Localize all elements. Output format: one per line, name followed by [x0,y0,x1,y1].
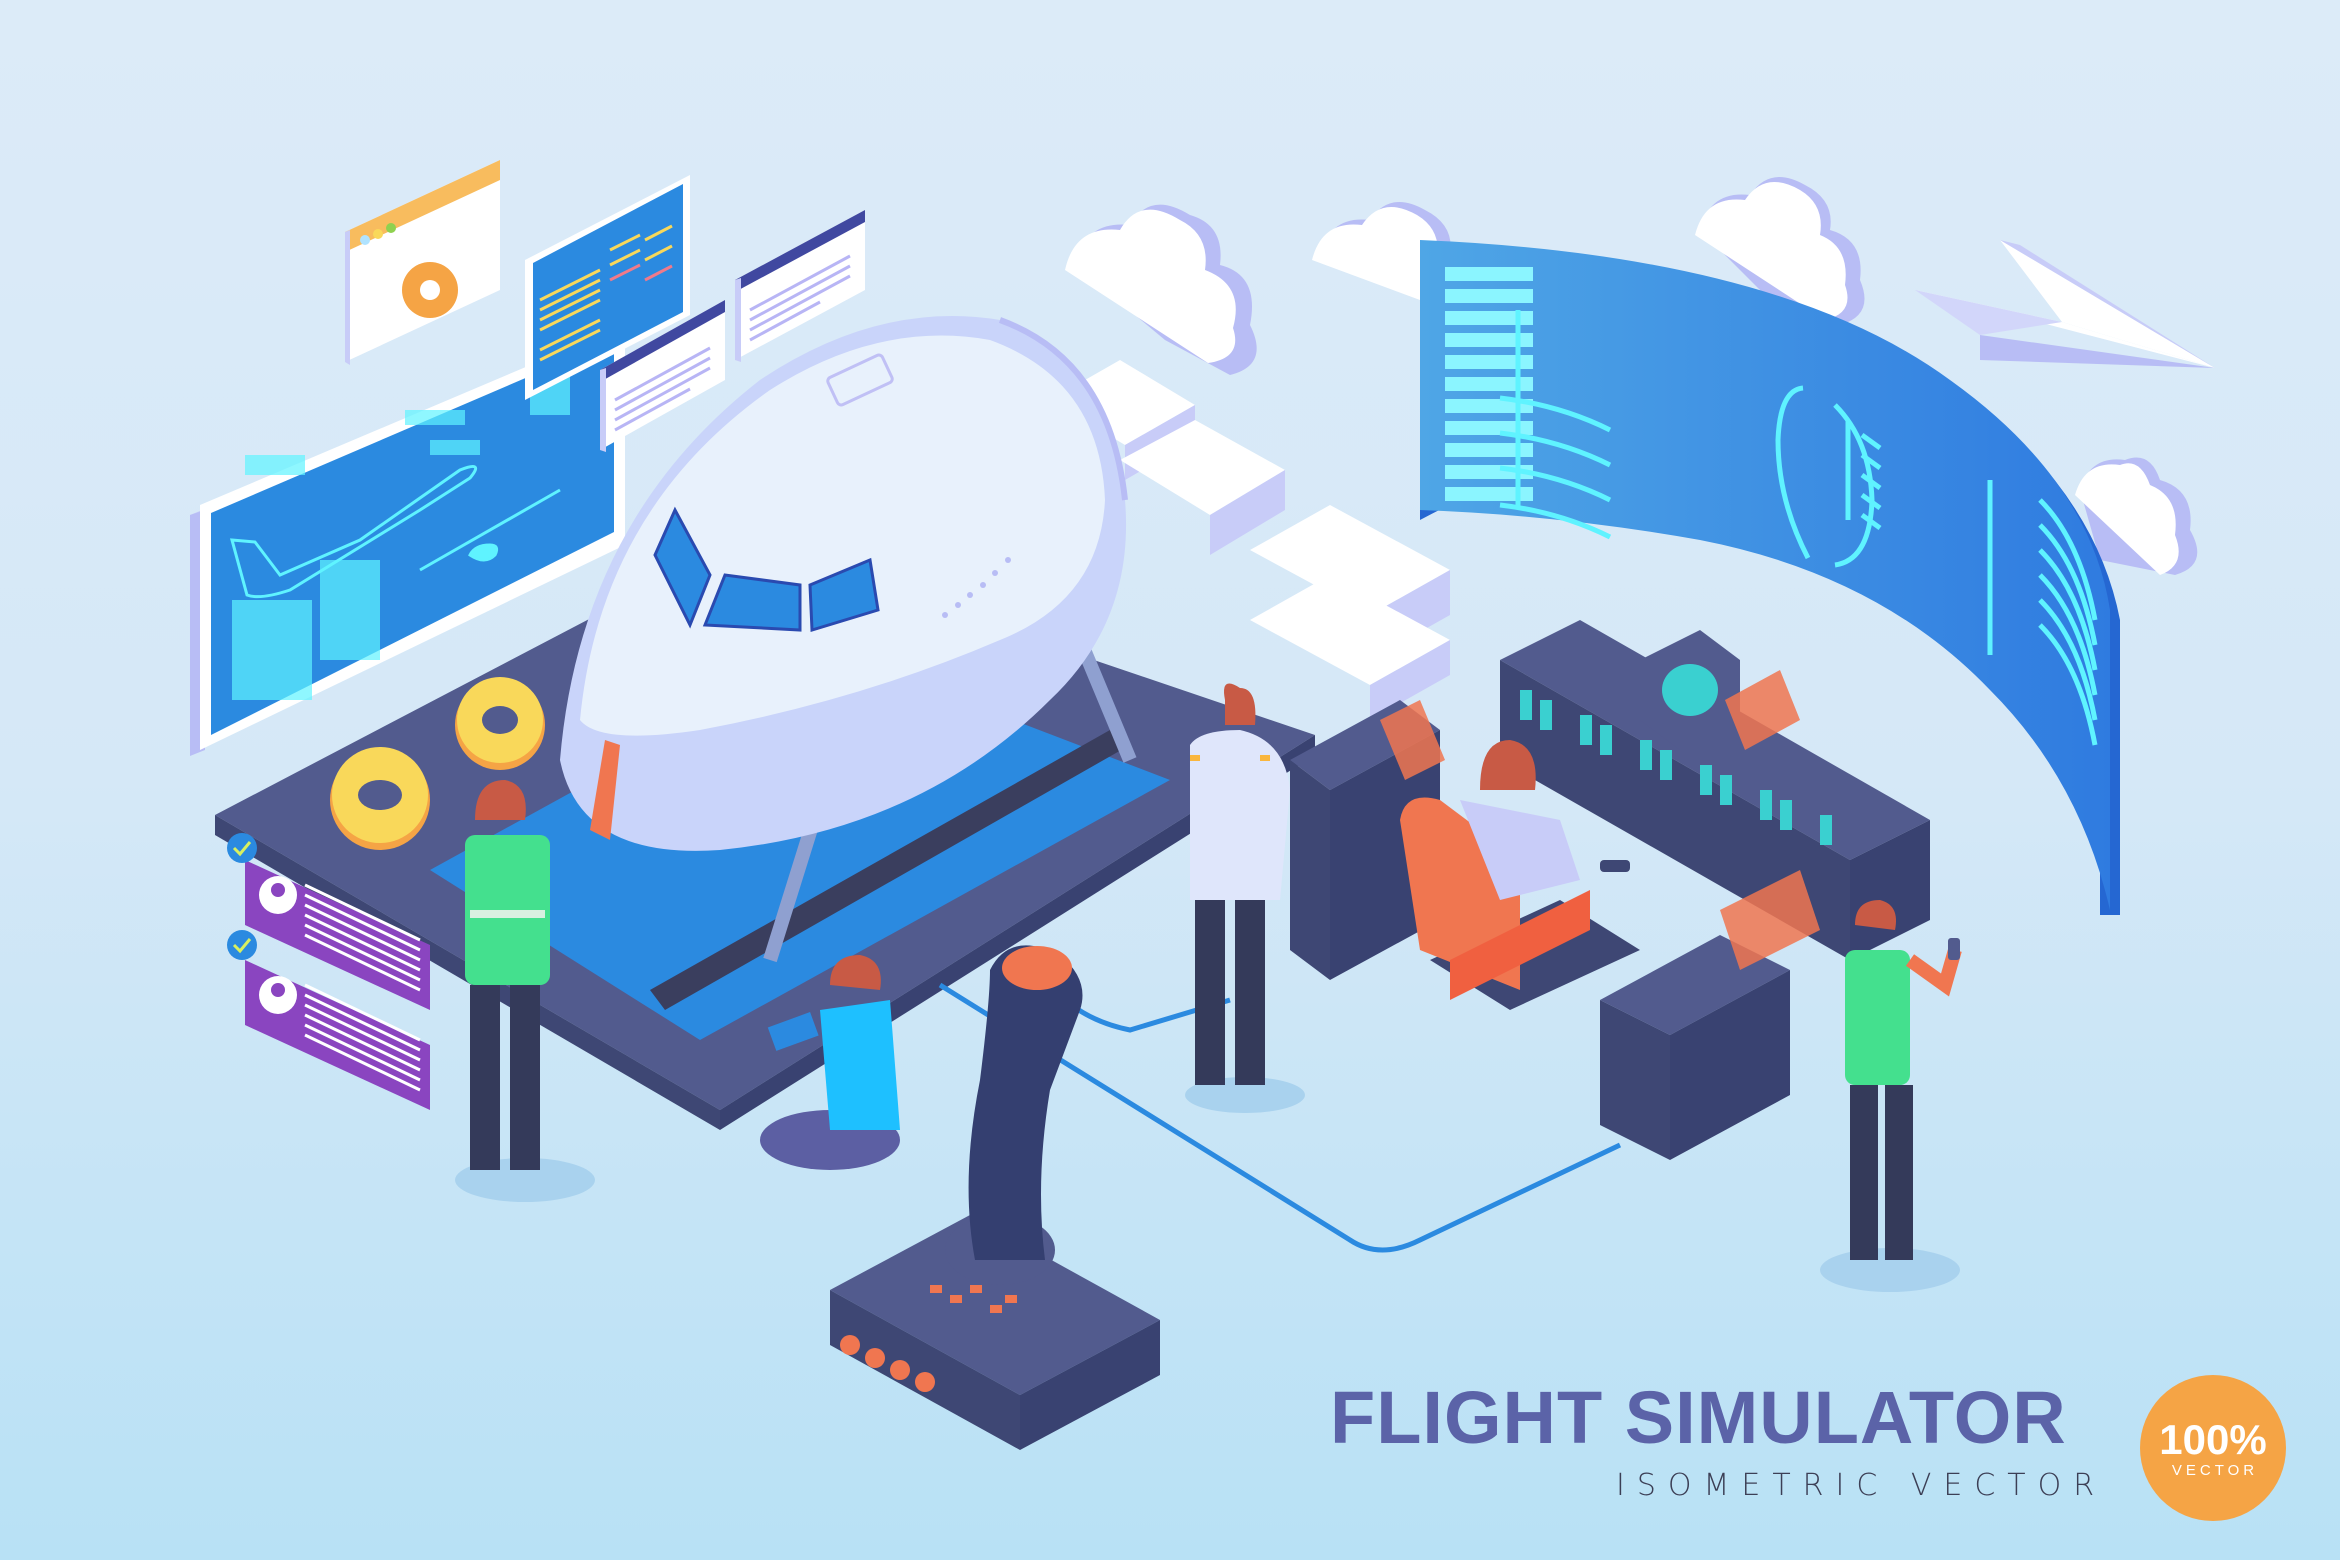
cockpit-window [653,506,880,632]
cloud-icon [2075,457,2198,575]
airplane-cockpit-nose [560,316,1137,963]
subtitle: ISOMETRIC VECTOR [1616,1468,2107,1503]
cloud-icon [1065,204,1257,375]
badge-value: 100% [2159,1415,2267,1463]
gear-icon [402,262,458,318]
person-pilot-standing [1185,683,1305,1113]
profile-card [227,930,430,1110]
person-seated-tablet [760,955,900,1170]
text-window [600,300,725,452]
curved-display [1420,240,2120,915]
person-pilot-seated [1460,740,1630,900]
control-console [1290,620,1930,1160]
settings-window [345,160,500,365]
code-window [525,175,690,400]
paper-plane-icon [1915,240,2215,368]
joystick [830,945,1160,1450]
person-engineer [455,740,620,1202]
blueprint-screen [190,325,625,756]
text-window [735,210,865,362]
vector-badge: 100% VECTOR [2140,1375,2286,1521]
profile-card [227,833,430,1010]
person-technician [1820,900,1962,1292]
gear-icon [455,677,545,770]
gear-icon [330,747,430,850]
badge-label: VECTOR [2171,1461,2259,1479]
cloud-icon [1312,202,1451,300]
cloud-icon [1695,177,1865,325]
page-title: FLIGHT SIMULATOR [1330,1376,2067,1459]
